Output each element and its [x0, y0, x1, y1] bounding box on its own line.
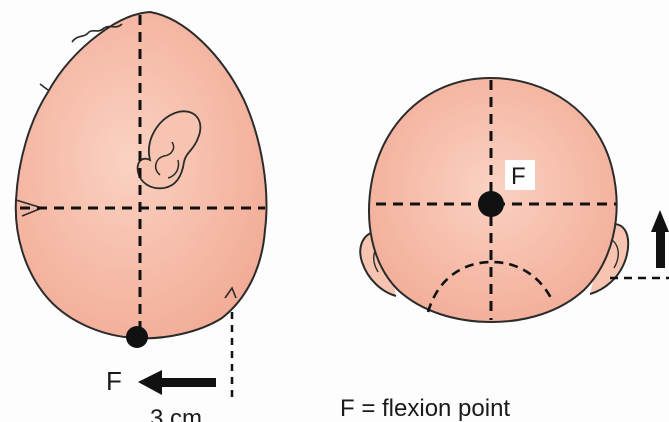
measure-label: 3 cm [150, 405, 202, 422]
left-point-label: F [106, 366, 122, 396]
left-flexion-point [126, 326, 148, 348]
left-arrow [138, 370, 216, 395]
left-head-view: F 3 cm [16, 12, 267, 422]
legend-text: F = flexion point [340, 395, 510, 422]
right-flexion-point [478, 191, 504, 217]
up-arrow [651, 210, 669, 268]
suture-mark-left [40, 84, 48, 90]
right-point-label: F [511, 163, 526, 190]
right-head-view: F [360, 78, 669, 322]
